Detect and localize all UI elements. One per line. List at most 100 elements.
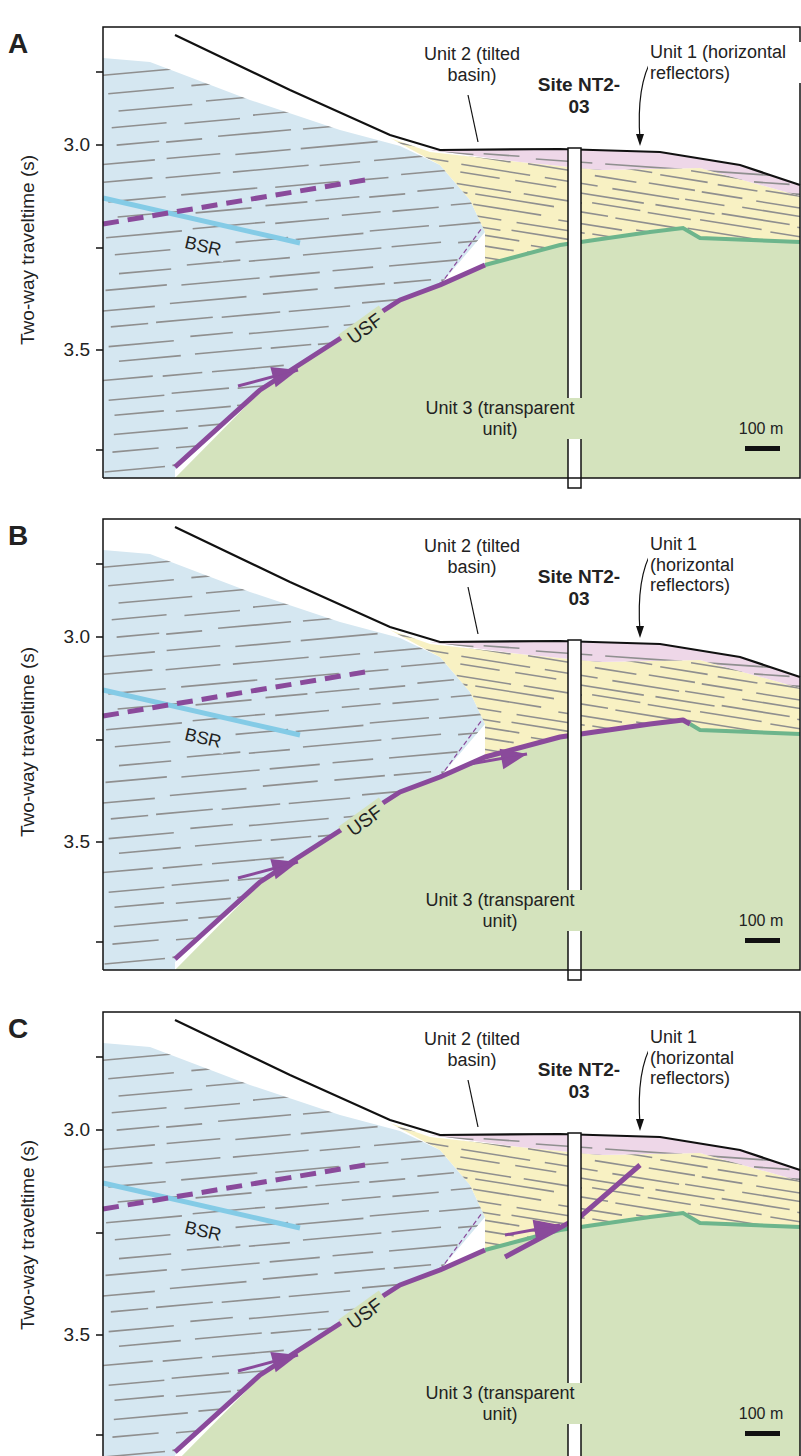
reflector bbox=[536, 159, 593, 163]
reflector bbox=[649, 183, 695, 190]
reflector bbox=[754, 812, 799, 819]
reflector bbox=[103, 376, 153, 380]
reflector bbox=[181, 1263, 259, 1270]
reflector bbox=[191, 573, 241, 577]
reflector bbox=[777, 255, 801, 263]
reflector bbox=[513, 166, 548, 168]
reflector bbox=[275, 1204, 329, 1209]
reflector bbox=[230, 57, 305, 64]
reflector bbox=[392, 1192, 438, 1196]
reflector bbox=[661, 295, 733, 307]
reflector bbox=[325, 594, 400, 601]
reflector bbox=[489, 693, 561, 698]
reflector bbox=[401, 169, 465, 175]
reflector bbox=[780, 220, 801, 223]
reflector bbox=[352, 121, 390, 124]
reflector bbox=[685, 691, 724, 697]
reflector bbox=[296, 1218, 364, 1224]
reflector bbox=[342, 212, 381, 215]
reflector bbox=[743, 258, 801, 270]
reflector bbox=[463, 585, 528, 591]
reflector bbox=[397, 645, 448, 653]
reflector bbox=[333, 1252, 374, 1256]
axis-title: Two-way traveltime (s) bbox=[17, 155, 39, 345]
reflector bbox=[475, 852, 523, 856]
reflector bbox=[660, 175, 707, 183]
reflector bbox=[772, 734, 801, 743]
reflector bbox=[644, 668, 690, 671]
reflector bbox=[472, 21, 517, 25]
reflector bbox=[460, 664, 499, 670]
reflector bbox=[612, 189, 679, 200]
reflector bbox=[260, 36, 338, 43]
reflector bbox=[166, 1124, 202, 1127]
reflector bbox=[387, 604, 445, 613]
reflector bbox=[509, 1161, 553, 1164]
reflector bbox=[393, 673, 467, 685]
reflector bbox=[570, 279, 647, 291]
reflector bbox=[644, 675, 717, 680]
reflector bbox=[176, 898, 231, 903]
reflector bbox=[649, 1168, 695, 1175]
axis-tick bbox=[96, 1129, 103, 1131]
reflector bbox=[374, 155, 431, 160]
reflector-lines bbox=[420, 644, 801, 715]
reflector bbox=[394, 241, 459, 251]
reflector bbox=[536, 651, 593, 655]
reflector bbox=[455, 1096, 497, 1100]
reflector bbox=[651, 1179, 721, 1184]
reflector bbox=[754, 1167, 790, 1169]
reflector bbox=[395, 1178, 466, 1189]
reflector bbox=[184, 1104, 240, 1109]
reflector bbox=[727, 789, 785, 798]
reflector bbox=[394, 1248, 434, 1254]
reflector bbox=[184, 119, 240, 124]
reflector bbox=[681, 740, 735, 749]
reflector bbox=[457, 675, 511, 684]
reflector bbox=[249, 1311, 329, 1318]
reflector bbox=[296, 1434, 363, 1440]
unit-label: Unit 3 (transparent unit) bbox=[415, 398, 585, 439]
reflector bbox=[447, 1207, 500, 1216]
reflector bbox=[198, 1405, 269, 1411]
reflector bbox=[191, 1066, 241, 1070]
reflector bbox=[370, 718, 429, 723]
reflector bbox=[417, 188, 454, 191]
reflector bbox=[435, 988, 500, 994]
reflector bbox=[437, 702, 501, 712]
reflector bbox=[586, 1228, 629, 1235]
reflector bbox=[374, 647, 431, 652]
reflector bbox=[195, 348, 262, 354]
unit-label: Unit 1 (horizontal reflectors) bbox=[648, 42, 801, 83]
seafloor-line bbox=[175, 1020, 800, 1170]
reflector bbox=[496, 217, 541, 221]
reflector bbox=[316, 865, 384, 871]
reflector bbox=[301, 142, 378, 149]
reflector bbox=[681, 248, 735, 257]
dashed-reflector bbox=[103, 180, 365, 224]
reflector bbox=[484, 1139, 520, 1142]
reflector bbox=[384, 662, 447, 672]
reflector bbox=[102, 1145, 155, 1150]
reflector bbox=[187, 752, 241, 757]
reflector bbox=[396, 655, 444, 663]
reflector bbox=[394, 280, 431, 283]
reflector bbox=[683, 1190, 744, 1194]
scale-label: 100 m bbox=[728, 1405, 794, 1423]
reflector bbox=[690, 213, 762, 218]
reflector bbox=[484, 646, 520, 649]
reflector bbox=[380, 1235, 434, 1244]
reflector bbox=[170, 789, 247, 796]
reflector bbox=[636, 763, 679, 770]
reflector bbox=[772, 242, 801, 251]
reflector bbox=[718, 1170, 758, 1176]
reflector bbox=[439, 714, 484, 718]
reflector bbox=[384, 170, 447, 180]
reflector bbox=[377, 1320, 436, 1325]
reflector bbox=[104, 178, 153, 182]
reflector bbox=[111, 1309, 148, 1312]
reflector bbox=[295, 1416, 336, 1420]
reflector bbox=[103, 1054, 173, 1060]
reflector bbox=[437, 1195, 501, 1205]
reflector bbox=[296, 449, 363, 455]
